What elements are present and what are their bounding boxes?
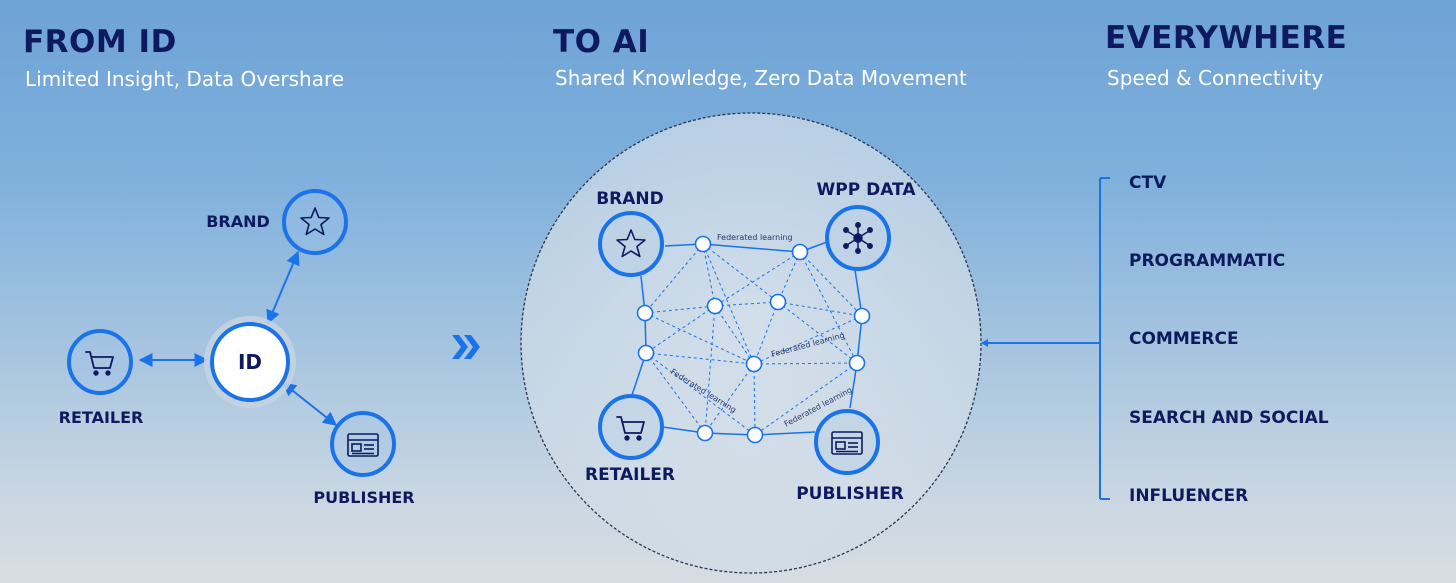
- id-to-publisher-arrow: [281, 382, 338, 426]
- everywhere-subtitle: Speed & Connectivity: [1107, 66, 1324, 90]
- wpp-data-label: WPP DATA: [817, 180, 917, 200]
- star-icon: [616, 229, 646, 258]
- double-chevron-right-icon: [452, 335, 480, 359]
- channel-programmatic: PROGRAMMATIC: [1129, 251, 1285, 271]
- id-hub-diagram: ID BRAND RETAILER: [59, 189, 415, 507]
- federated-brand-label: BRAND: [596, 189, 664, 209]
- cart-icon: [616, 416, 645, 441]
- id-hub-node: ID: [204, 316, 296, 408]
- id-to-brand-arrow: [266, 250, 300, 325]
- dashed-mesh: [644, 243, 863, 436]
- relay-nodes: [636, 235, 871, 444]
- channel-search-and-social: SEARCH AND SOCIAL: [1129, 408, 1329, 428]
- federated-publisher-label: PUBLISHER: [796, 484, 904, 504]
- cart-icon: [85, 351, 114, 376]
- id-hub-label: ID: [238, 350, 262, 374]
- federated-brand-node: BRAND: [596, 189, 664, 277]
- to-ai-title: TO AI: [553, 24, 650, 60]
- federated-publisher-node: PUBLISHER: [796, 409, 904, 504]
- brand-node: BRAND: [206, 189, 348, 255]
- retailer-label: RETAILER: [59, 408, 144, 427]
- from-id-title: FROM ID: [23, 24, 177, 60]
- from-id-subtitle: Limited Insight, Data Overshare: [25, 67, 345, 91]
- federated-learning-label: Federated learning: [717, 233, 793, 242]
- to-ai-subtitle: Shared Knowledge, Zero Data Movement: [555, 66, 967, 90]
- publisher-label: PUBLISHER: [313, 488, 414, 507]
- channel-influencer: INFLUENCER: [1129, 486, 1248, 506]
- federated-retailer-label: RETAILER: [585, 465, 675, 485]
- everywhere-title: EVERYWHERE: [1105, 20, 1348, 56]
- federated-retailer-node: RETAILER: [585, 394, 675, 485]
- channel-ctv: CTV: [1129, 173, 1167, 193]
- channel-commerce: COMMERCE: [1129, 329, 1239, 349]
- channel-bracket: [983, 177, 1110, 500]
- federated-learning-diagram: Federated learning Federated learning Fe…: [520, 112, 982, 574]
- browser-window-icon: [347, 433, 379, 457]
- browser-window-icon: [831, 431, 863, 455]
- bracket-arrow-tip: [981, 339, 988, 347]
- network-hub-icon: [843, 222, 873, 254]
- wpp-data-node: WPP DATA: [817, 180, 917, 271]
- retailer-node: RETAILER: [59, 329, 144, 427]
- brand-label: BRAND: [206, 212, 270, 231]
- star-icon: [300, 207, 330, 236]
- publisher-node: PUBLISHER: [313, 411, 415, 507]
